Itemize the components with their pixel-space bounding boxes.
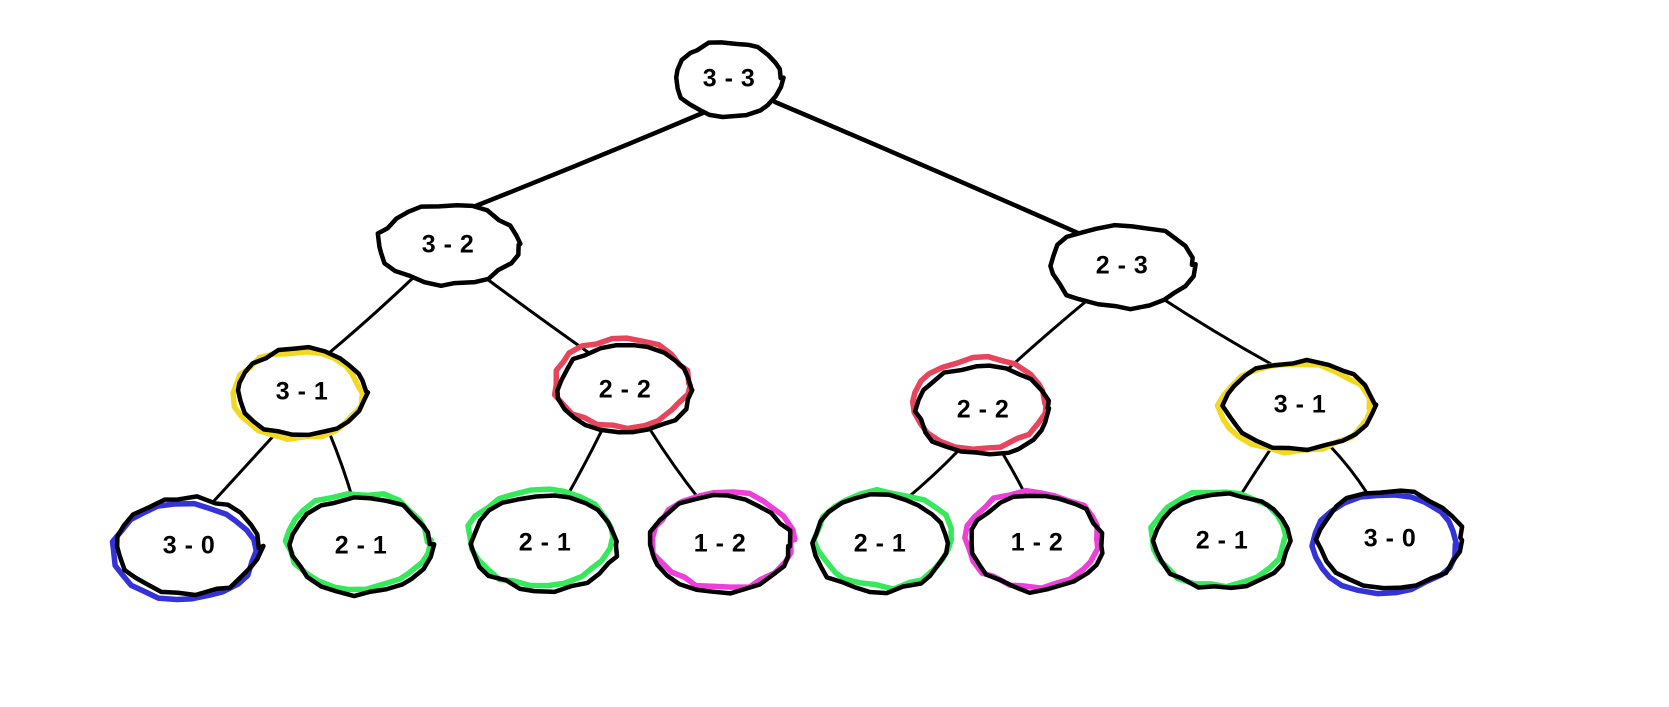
node-outline [969, 493, 1105, 596]
node-outline [810, 491, 951, 596]
tree-edge [772, 99, 1081, 236]
tree-node-n3[interactable] [230, 344, 371, 442]
node-highlight-ring-yellow [230, 349, 366, 442]
node-fill [917, 365, 1049, 455]
node-outline [1048, 222, 1198, 312]
tree-node-n6[interactable] [1214, 357, 1379, 456]
node-fill [378, 205, 518, 285]
node-outline [647, 492, 793, 596]
node-fill [238, 349, 366, 435]
tree-node-l8[interactable] [1309, 488, 1465, 597]
node-outline [912, 363, 1052, 457]
tree-node-n4[interactable] [551, 335, 695, 435]
node-fill [1225, 361, 1375, 449]
node-fill [1318, 491, 1462, 587]
node-outline [287, 495, 437, 599]
tree-edge [1006, 296, 1092, 371]
node-highlight-ring-green [465, 486, 617, 589]
nodes-layer [109, 40, 1465, 603]
node-fill [473, 495, 617, 591]
tree-node-l5[interactable] [810, 486, 955, 596]
edges-layer [211, 99, 1369, 504]
tree-edge [327, 430, 355, 502]
node-highlight-ring-blue [109, 500, 260, 603]
node-outline [375, 203, 523, 289]
node-fill [971, 495, 1103, 591]
tree-node-l3[interactable] [465, 486, 620, 595]
tree-edge [465, 109, 708, 212]
tree-node-n5[interactable] [909, 353, 1052, 457]
tree-node-l1[interactable] [109, 494, 266, 603]
node-fill [290, 498, 432, 594]
node-fill [676, 42, 782, 116]
tree-node-l6[interactable] [962, 487, 1105, 596]
node-fill [1050, 224, 1194, 308]
tree-node-n2[interactable] [1048, 222, 1198, 312]
node-fill [117, 498, 261, 594]
tree-edge [1238, 445, 1274, 498]
tree-node-root[interactable] [673, 40, 786, 120]
node-fill [650, 496, 790, 592]
node-fill [558, 346, 692, 434]
node-fill [812, 496, 948, 592]
tree-node-l4[interactable] [647, 489, 798, 596]
node-outline [673, 40, 786, 120]
tree-edge [649, 429, 701, 501]
tree-node-l2[interactable] [282, 491, 437, 599]
node-outline [1313, 488, 1465, 591]
tree-edge [481, 274, 594, 357]
node-outline [555, 342, 695, 435]
node-outline [1220, 357, 1379, 453]
node-highlight-ring-red [909, 353, 1050, 453]
node-highlight-ring-red [551, 335, 693, 432]
tree-edge [1158, 295, 1273, 366]
node-outline [114, 494, 266, 598]
tree-edge [327, 275, 416, 355]
node-outline [468, 493, 620, 595]
tree-edge [903, 450, 959, 502]
node-outline [1150, 491, 1293, 591]
tree-edge [1328, 444, 1369, 495]
tree-node-n1[interactable] [375, 203, 523, 289]
node-highlight-ring-magenta [649, 489, 798, 590]
node-fill [1154, 493, 1290, 589]
tree-node-l7[interactable] [1148, 489, 1293, 591]
tree-edge [564, 430, 603, 500]
tree-edge [211, 430, 279, 504]
node-outline [235, 344, 371, 438]
